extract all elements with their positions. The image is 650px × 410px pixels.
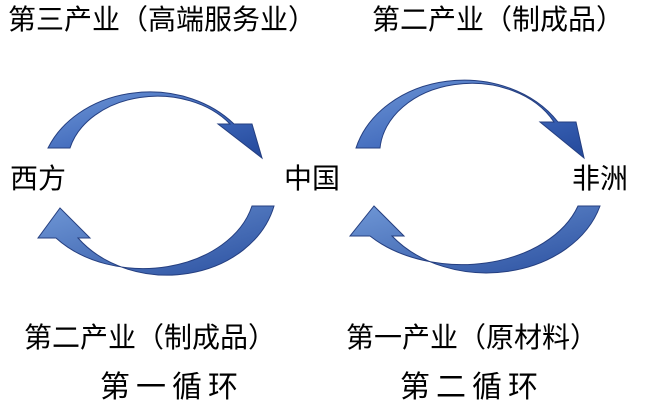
loop2-top-label: 第二产业（制成品）: [372, 3, 625, 36]
loop1-bottom-arrow: [37, 205, 275, 276]
loop1-caption: 第一循环: [100, 370, 244, 405]
loop2-top-arrow: [355, 79, 585, 160]
loop1-top-arrow: [47, 91, 263, 160]
node-china: 中国: [284, 162, 341, 195]
loop1-top-label: 第三产业（高端服务业）: [8, 3, 317, 36]
loop2-caption: 第二循环: [400, 370, 544, 405]
loop2-bottom-label: 第一产业（原材料）: [346, 321, 599, 354]
loop2-bottom-arrow: [348, 205, 601, 274]
node-africa: 非洲: [572, 162, 629, 195]
node-west: 西方: [10, 162, 67, 195]
loop1-bottom-label: 第二产业（制成品）: [24, 321, 277, 354]
